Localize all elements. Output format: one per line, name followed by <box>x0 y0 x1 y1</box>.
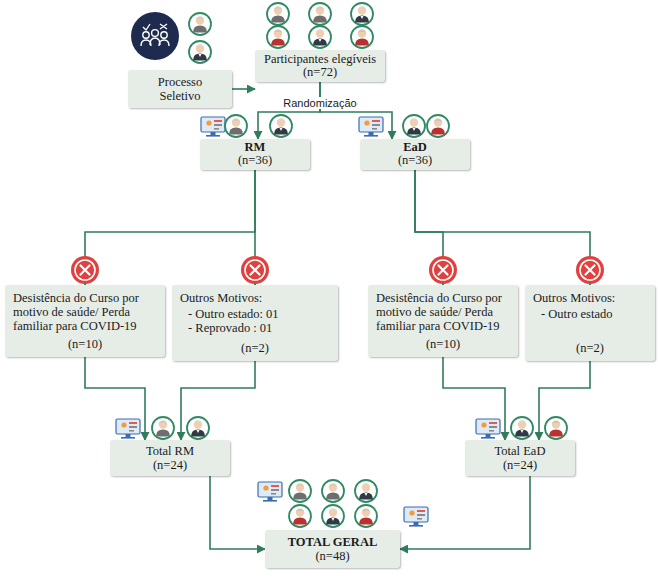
process-box: Participantes elegíveis(n=72) <box>255 50 385 82</box>
box-text: (n=36) <box>368 154 462 167</box>
person-icon <box>351 26 373 48</box>
person-icon <box>511 417 533 439</box>
box-text: (n=2) <box>533 341 647 355</box>
process-box: Desistência do Curso por motivo de saúde… <box>368 285 518 357</box>
person-icon <box>289 480 311 502</box>
box-text: - Outro estado: 01 <box>180 307 330 321</box>
box-text: Desistência do Curso por motivo de saúde… <box>376 291 510 333</box>
box-text: TOTAL GERAL <box>273 535 392 549</box>
arrow-connector <box>181 361 255 440</box>
box-text: (n=36) <box>208 154 302 167</box>
arrow-connector <box>232 88 255 90</box>
person-icon <box>309 26 331 48</box>
box-text: - Reprovado : 01 <box>180 321 330 335</box>
box-text: (n=72) <box>263 66 377 79</box>
process-box: Outros Motivos: - Outro estado (n=2) <box>525 285 655 361</box>
arrow-connector <box>258 82 320 139</box>
person-icon <box>270 115 292 137</box>
person-icon <box>427 115 449 137</box>
person-icon <box>351 3 373 25</box>
person-icon <box>267 3 289 25</box>
box-text: (n=10) <box>13 337 157 351</box>
person-icon <box>225 115 247 137</box>
box-text: Outros Motivos: <box>180 291 330 305</box>
computer-icon <box>359 117 383 137</box>
person-icon <box>355 505 377 527</box>
computer-icon <box>201 117 225 137</box>
person-icon <box>322 480 344 502</box>
arrow-connector <box>415 170 590 285</box>
arrow-connector <box>539 361 590 440</box>
person-icon <box>189 13 211 35</box>
box-text: (n=24) <box>118 458 222 472</box>
box-text: Total EaD <box>473 444 567 458</box>
box-text: Desistência do Curso por motivo de saúde… <box>13 291 157 333</box>
process-box: EaD(n=36) <box>360 139 470 170</box>
person-icon <box>289 505 311 527</box>
reject-icon <box>241 256 269 284</box>
computer-icon <box>476 419 500 439</box>
reject-icon <box>429 256 457 284</box>
box-text: (n=24) <box>473 458 567 472</box>
computer-icon <box>116 419 140 439</box>
box-text: Total RM <box>118 444 222 458</box>
arrow-connector <box>320 82 392 139</box>
box-text: Processo Seletivo <box>136 75 224 103</box>
person-icon <box>322 505 344 527</box>
person-icon <box>403 115 425 137</box>
process-box: Processo Seletivo <box>128 70 232 108</box>
arrow-connector <box>85 170 255 285</box>
box-text: EaD <box>368 141 462 154</box>
arrow-connector <box>210 476 265 549</box>
reject-icon <box>71 256 99 284</box>
person-icon <box>309 3 331 25</box>
edge-label: Randomização <box>280 97 359 109</box>
person-icon <box>152 417 174 439</box>
process-box: RM(n=36) <box>200 139 310 170</box>
box-text: RM <box>208 141 302 154</box>
process-box: Desistência do Curso por motivo de saúde… <box>5 285 165 357</box>
computer-icon <box>258 482 282 502</box>
box-text: (n=10) <box>376 337 510 351</box>
person-icon <box>355 480 377 502</box>
box-text: - Outro estado <box>533 307 647 321</box>
process-box: TOTAL GERAL(n=48) <box>265 530 400 568</box>
process-box: Total EaD(n=24) <box>465 440 575 476</box>
reject-icon <box>576 256 604 284</box>
computer-icon <box>404 507 428 527</box>
person-icon <box>187 417 209 439</box>
box-text: (n=48) <box>273 549 392 563</box>
box-text: (n=2) <box>180 341 330 355</box>
person-icon <box>189 41 211 63</box>
process-box: Outros Motivos: - Outro estado: 01- Repro… <box>172 285 338 361</box>
box-text: Outros Motivos: <box>533 291 647 305</box>
person-icon <box>545 417 567 439</box>
arrow-connector <box>443 357 505 440</box>
box-text: Participantes elegíveis <box>263 53 377 66</box>
process-box: Total RM(n=24) <box>110 440 230 476</box>
group-icon <box>131 12 179 60</box>
arrow-connector <box>85 357 145 440</box>
person-icon <box>267 26 289 48</box>
arrow-connector <box>400 476 530 549</box>
